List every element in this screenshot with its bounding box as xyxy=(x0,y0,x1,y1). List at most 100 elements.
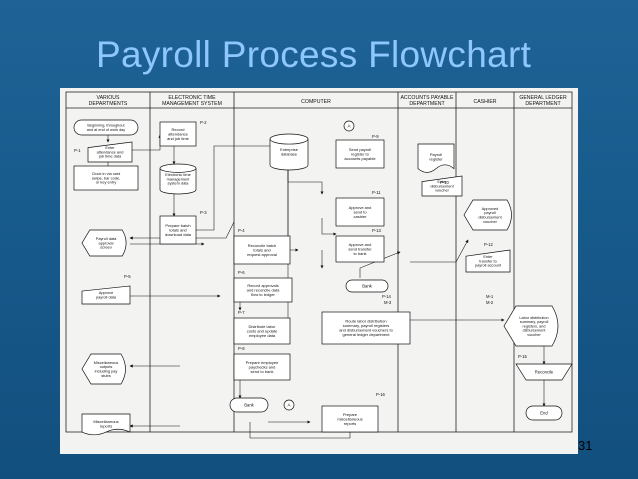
prepare-batch-shape xyxy=(159,215,197,245)
step-label: P-10 xyxy=(440,180,450,185)
bank2-label: Bank xyxy=(244,402,254,407)
step-label: P-3 xyxy=(200,210,207,215)
step-label: P-11 xyxy=(372,190,381,195)
send-payroll-shape xyxy=(335,139,385,169)
bank1-shape xyxy=(345,279,389,293)
reconcile-shape xyxy=(515,363,573,381)
lane-title-cashier: CASHIER xyxy=(473,99,496,105)
step-label: P-15 xyxy=(518,354,528,359)
step-labels: P-1P-2P-3P-4P-5P-6P-7P-8P-9P-10P-11P-12P… xyxy=(74,120,528,397)
flow-line xyxy=(130,134,162,151)
approve-payroll-shape xyxy=(81,285,131,305)
step-label: P-12 xyxy=(484,242,494,247)
lane-frame xyxy=(65,91,573,433)
route-summary-shape xyxy=(321,311,411,345)
step-label: P-4 xyxy=(238,228,245,233)
enterprise-db-shape xyxy=(269,133,309,171)
connector-a-label: A xyxy=(347,124,350,129)
flow-line xyxy=(359,251,401,278)
step-label: P-2 xyxy=(200,120,207,125)
step-label: M-3 xyxy=(384,300,392,305)
step-label: M-1 xyxy=(486,294,494,299)
flow-line xyxy=(410,239,469,263)
distribute-labor-shape xyxy=(233,317,291,345)
misc-outputs-shape xyxy=(81,353,126,385)
lane-title-computer: COMPUTER xyxy=(301,99,331,105)
approve-cashier-shape xyxy=(335,197,385,227)
enter-attendance-shape xyxy=(87,141,133,163)
end-shape xyxy=(525,405,563,421)
step-label: P-16 xyxy=(376,392,386,397)
step-label: P-14 xyxy=(382,294,392,299)
reconcile-batch-shape xyxy=(233,235,291,265)
payroll-register-shape xyxy=(417,143,455,173)
prepare-reports-shape xyxy=(321,405,379,433)
bank2-shape xyxy=(229,397,269,413)
connector-a-shape xyxy=(283,399,295,411)
time-db-shape xyxy=(159,163,197,195)
enter-voucher-shape xyxy=(421,175,463,197)
slide-title: Payroll Process Flowchart xyxy=(96,34,532,75)
step-label: P-8 xyxy=(238,346,245,351)
step-label: P-1 xyxy=(74,148,81,153)
step-label: P-5 xyxy=(124,274,131,279)
step-label: M-2 xyxy=(486,300,494,305)
labor-summary-shape xyxy=(503,305,559,347)
flow-line xyxy=(249,422,351,439)
begin-shape xyxy=(73,119,139,136)
reconcile-label: Reconcile xyxy=(535,369,554,374)
misc-reports-shape xyxy=(81,413,131,436)
prepare-pay-shape xyxy=(233,353,291,381)
bank1-label: Bank xyxy=(362,283,372,288)
page-number: 31 xyxy=(578,438,593,453)
step-label: P-6 xyxy=(238,270,245,275)
clock-in-shape xyxy=(73,165,139,191)
end-label: End xyxy=(540,410,548,415)
step-label: P-7 xyxy=(238,310,245,315)
approve-bank-shape xyxy=(335,235,385,263)
step-label: P-9 xyxy=(372,134,379,139)
connector-a-shape xyxy=(343,120,355,132)
step-label: P-13 xyxy=(372,228,382,233)
connector-a-label: A xyxy=(287,403,290,408)
enter-transfer-shape xyxy=(465,249,511,273)
approved-voucher-shape xyxy=(463,199,512,231)
flow-line xyxy=(287,170,324,195)
record-attendance-shape xyxy=(159,121,197,147)
flow-line xyxy=(321,218,337,236)
payroll-approval-shape xyxy=(81,229,127,257)
